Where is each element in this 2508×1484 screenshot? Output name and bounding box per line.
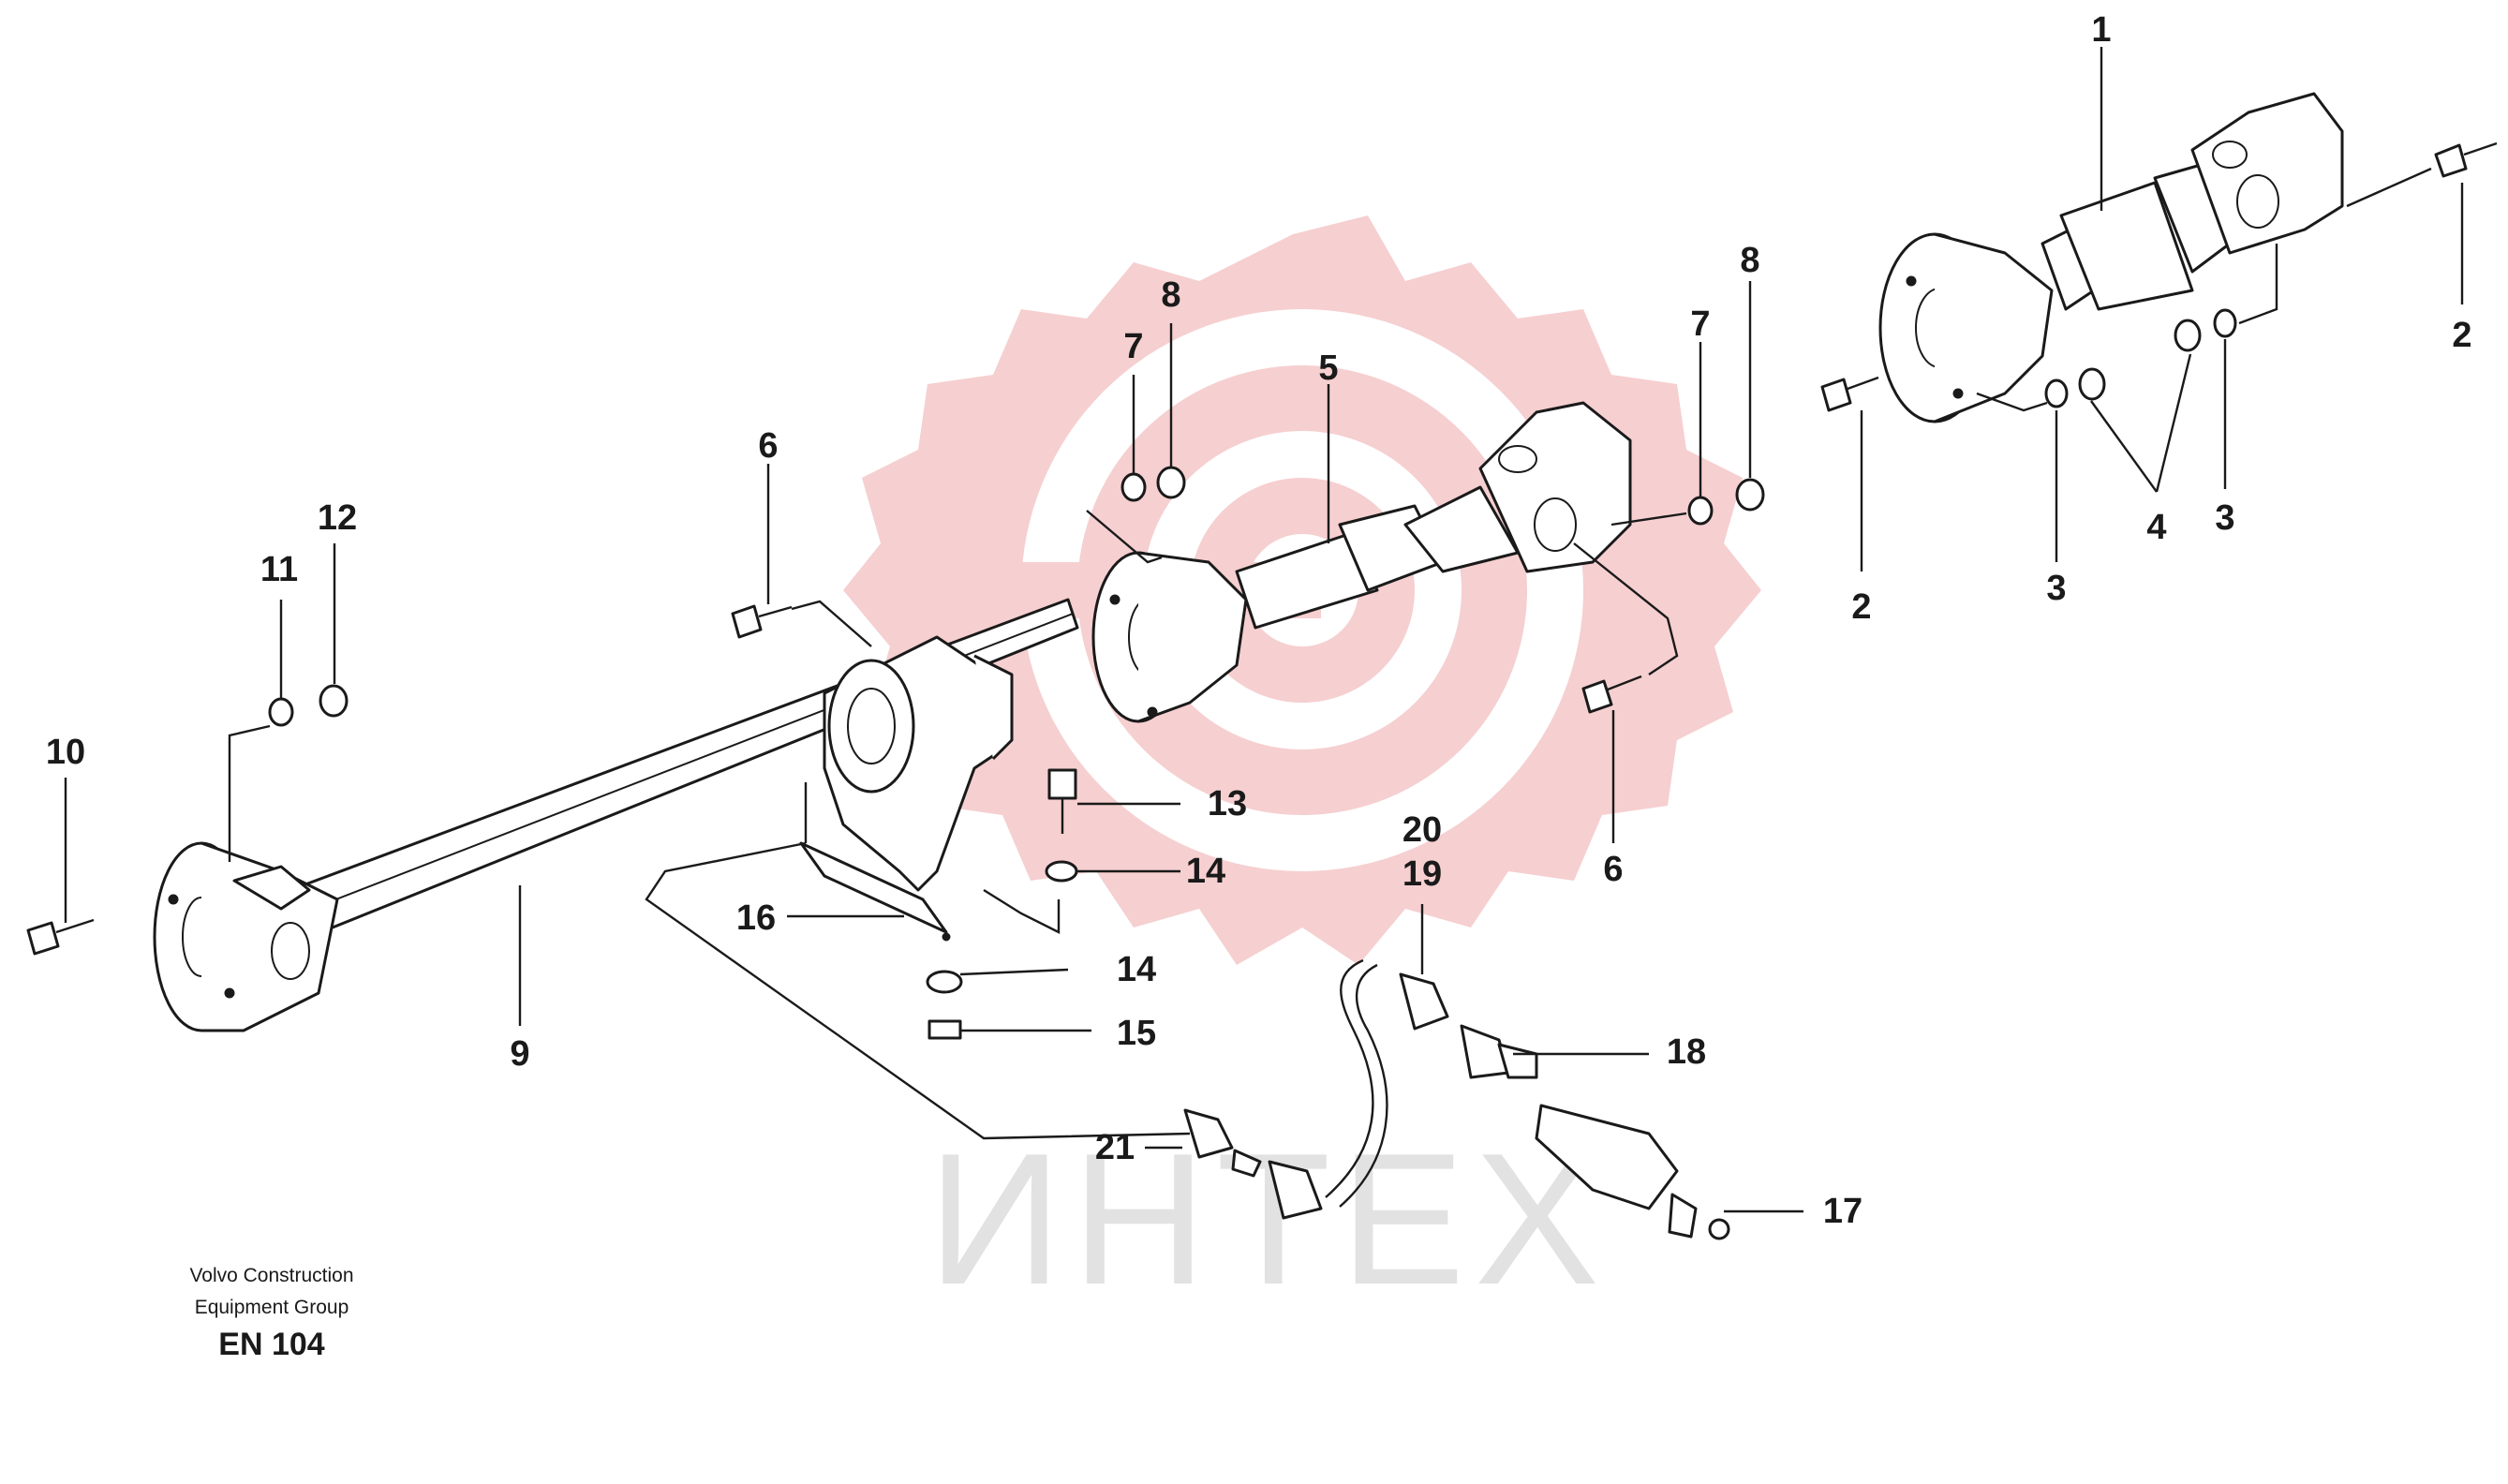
callout-6: 6 [758, 426, 778, 466]
callout-18: 18 [1667, 1032, 1706, 1072]
callout-15: 15 [1117, 1014, 1156, 1053]
brand-line-2: Equipment Group [194, 1297, 349, 1318]
callout-1: 1 [2091, 10, 2111, 50]
callout-13: 13 [1208, 784, 1247, 824]
callout-7: 7 [1690, 304, 1710, 344]
callout-10: 10 [46, 733, 85, 772]
callout-5: 5 [1318, 349, 1338, 388]
leader-lines [64, 47, 2464, 1213]
callout-labels: 1 2 2 2 3 3 3 4 5 6 6 7 7 8 8 9 10 11 12… [46, 10, 2472, 1231]
center-bearing-support [799, 635, 1014, 942]
callout-14: 14 [1117, 950, 1156, 989]
callout-4: 4 [2146, 508, 2166, 547]
bolt-6-left [731, 604, 793, 639]
callout-17: 17 [1823, 1192, 1862, 1231]
brand-line-1: Volvo Construction [189, 1265, 354, 1286]
top-right-shaft-1 [1878, 92, 2344, 423]
callout-2: 2 [2452, 316, 2471, 355]
bolt-2-left [1820, 376, 1879, 412]
callout-21: 21 [1095, 1128, 1135, 1167]
watermark-text: ИНТЕХ [928, 1115, 1609, 1324]
bolt-6-right [1581, 675, 1642, 714]
assembly-lines [228, 167, 2432, 1140]
callout-11: 11 [260, 550, 298, 589]
callout-14: 14 [1186, 852, 1225, 891]
callout-12: 12 [318, 498, 357, 538]
bolt-10 [26, 918, 95, 956]
callout-3: 3 [2215, 498, 2234, 538]
callout-3: 3 [2046, 569, 2066, 608]
callout-6: 6 [1603, 850, 1623, 889]
bolt-13 [1047, 768, 1077, 834]
grease-hose-assembly [1183, 958, 1730, 1240]
document-code: EN 104 [218, 1327, 325, 1362]
callout-7: 7 [1123, 327, 1143, 366]
middle-shaft-5 [1091, 401, 1632, 723]
callout-8: 8 [1740, 241, 1759, 280]
callout-2: 2 [1851, 587, 1871, 627]
washers-nuts [268, 308, 2237, 1040]
callout-20: 20 [1402, 810, 1442, 850]
callout-16: 16 [736, 898, 776, 938]
left-flange-yoke [153, 841, 339, 1032]
callout-9: 9 [510, 1034, 529, 1074]
callout-8: 8 [1161, 275, 1180, 315]
callout-19: 19 [1402, 854, 1442, 894]
bolt-2-right [2434, 141, 2498, 178]
